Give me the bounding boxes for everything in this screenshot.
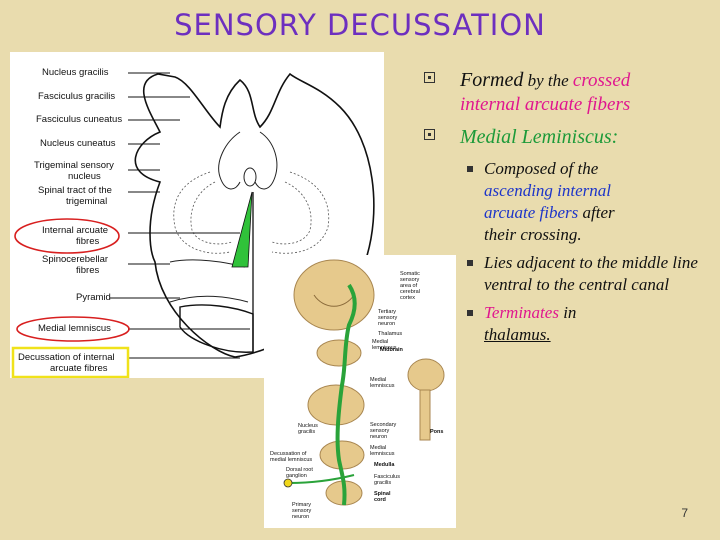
label-spinocerebellar: Spinocerebellar [42,254,109,265]
subbullet-marker-icon [467,260,473,266]
label-pyramid: Pyramid [76,292,111,303]
bullet-formed: Formed by the crossed internal arcuate f… [424,68,716,117]
p-label-cord: cord [374,497,386,503]
p-label-nucleus: Nucleus [298,423,318,429]
label-nucleus-cuneatus: Nucleus cuneatus [40,138,116,149]
internal-arcuate-circle [14,218,120,254]
label-fibres-2: fibres [76,265,100,276]
p-label-medulla: Medulla [374,462,395,468]
subbullet-lies-adjacent: Lies adjacent to the middle line ventral… [424,252,716,296]
bullet-marker-icon [424,129,435,140]
subbullet-marker-icon [467,310,473,316]
bullet-medial-leminiscus: Medial Leminiscus: [424,125,716,150]
p-label-secondary-neuron: neuron [370,434,388,440]
p-label-tertiary: Tertiary [378,309,397,315]
p-label-cerebral: cerebral [400,289,420,295]
label-internal-arcuate: Internal arcuate [42,225,109,236]
subbullet-terminates: Terminates in thalamus. [424,302,716,346]
label-medial-lemniscus: Medial lemniscus [38,323,111,334]
p-label-medial-lemniscus-d: medial lemniscus [270,457,313,463]
p-label-medial-3: Medial [370,445,387,451]
p-label-medial-2: Medial [370,377,387,383]
p-label-tertiary-neuron: neuron [378,321,396,327]
subbullet-marker-icon [467,166,473,172]
p-label-tertiary-sensory: sensory [378,315,398,321]
p-label-decussation-of: Decussation of [270,451,307,457]
text-formed: Formed [460,69,524,91]
label-spinal-tract: Spinal tract of the [38,185,112,196]
p-label-thalamus: Thalamus [378,331,403,337]
text-by-the: by the [523,71,573,90]
bullet-marker-icon [424,72,435,83]
text-terminates: Terminates [484,303,559,322]
p-label-sensory: sensory [400,277,420,283]
p-label-cortex: cortex [400,295,415,301]
p-label-secondary: Secondary [370,422,397,428]
pathway-diagram: Somatic sensory area of cerebral cortex … [264,255,456,528]
p-label-area-of: area of [400,283,418,289]
p-label-pons: Pons [430,429,444,435]
p-label-secondary-sensory: sensory [370,428,390,434]
label-arcuate-fibres: arcuate fibres [50,363,108,374]
text-after: after [578,203,615,222]
internal-arcuate-highlight [231,191,253,268]
text-thalamus: thalamus. [484,325,551,344]
label-fibres: fibres [76,236,100,247]
p-label-fasciculus-gracilis: gracilis [374,480,392,486]
label-fasciculus-gracilis: Fasciculus gracilis [38,91,116,102]
text-composed: Composed of the [484,159,599,178]
label-trigeminal: trigeminal [66,196,108,207]
p-label-somatic: Somatic [400,271,420,277]
label-nucleus: nucleus [68,171,101,182]
slide-title: SENSORY DECUSSATION [174,8,546,42]
p-label-lemniscus-3: lemniscus [370,451,395,457]
p-label-medial-1: Medial [372,339,389,345]
p-label-lemniscus-2: lemniscus [370,383,395,389]
p-label-midbrain: Midbrain [380,347,403,353]
subbullet-composed: Composed of the ascending internal arcua… [424,158,716,246]
p-label-primary-sensory: sensory [292,508,312,514]
bullet-list: Formed by the crossed internal arcuate f… [424,68,716,352]
label-decussation: Decussation of internal [18,352,115,363]
decussation-highlight-box [11,346,130,379]
label-trigeminal-sensory: Trigeminal sensory [34,160,114,171]
text-their-crossing: their crossing. [484,225,582,244]
label-nucleus-gracilis: Nucleus gracilis [42,67,109,78]
medial-lemniscus-circle [16,316,130,342]
pathway-drawing [283,259,445,506]
page-number: 7 [681,506,688,520]
text-medial-leminiscus: Medial Leminiscus: [460,126,619,148]
p-label-spinal: Spinal [374,491,391,497]
text-arcuate-fibers: arcuate fibers [484,203,579,222]
text-internal-arcuate: internal arcuate fibers [460,94,631,115]
medulla-diagram: Nucleus gracilis Fasciculus gracilis Fas… [10,52,384,379]
text-crossed: crossed [572,70,631,91]
text-lies-adjacent: Lies adjacent to the middle line ventral… [484,253,698,294]
p-label-ganglion: ganglion [286,473,307,479]
text-in: in [558,303,577,322]
label-fasciculus-cuneatus: Fasciculus cuneatus [36,114,123,125]
p-label-primary: Primary [292,502,311,508]
p-label-gracilis: gracilis [298,429,316,435]
p-label-fasciculus: Fasciculus [374,474,400,480]
p-label-primary-neuron: neuron [292,514,310,520]
p-label-lemniscus-1: lemniscus [372,345,397,351]
text-ascending-internal: ascending internal [484,181,612,200]
p-label-dorsal-root: Dorsal root [286,467,313,473]
medulla-drawing [11,72,375,379]
